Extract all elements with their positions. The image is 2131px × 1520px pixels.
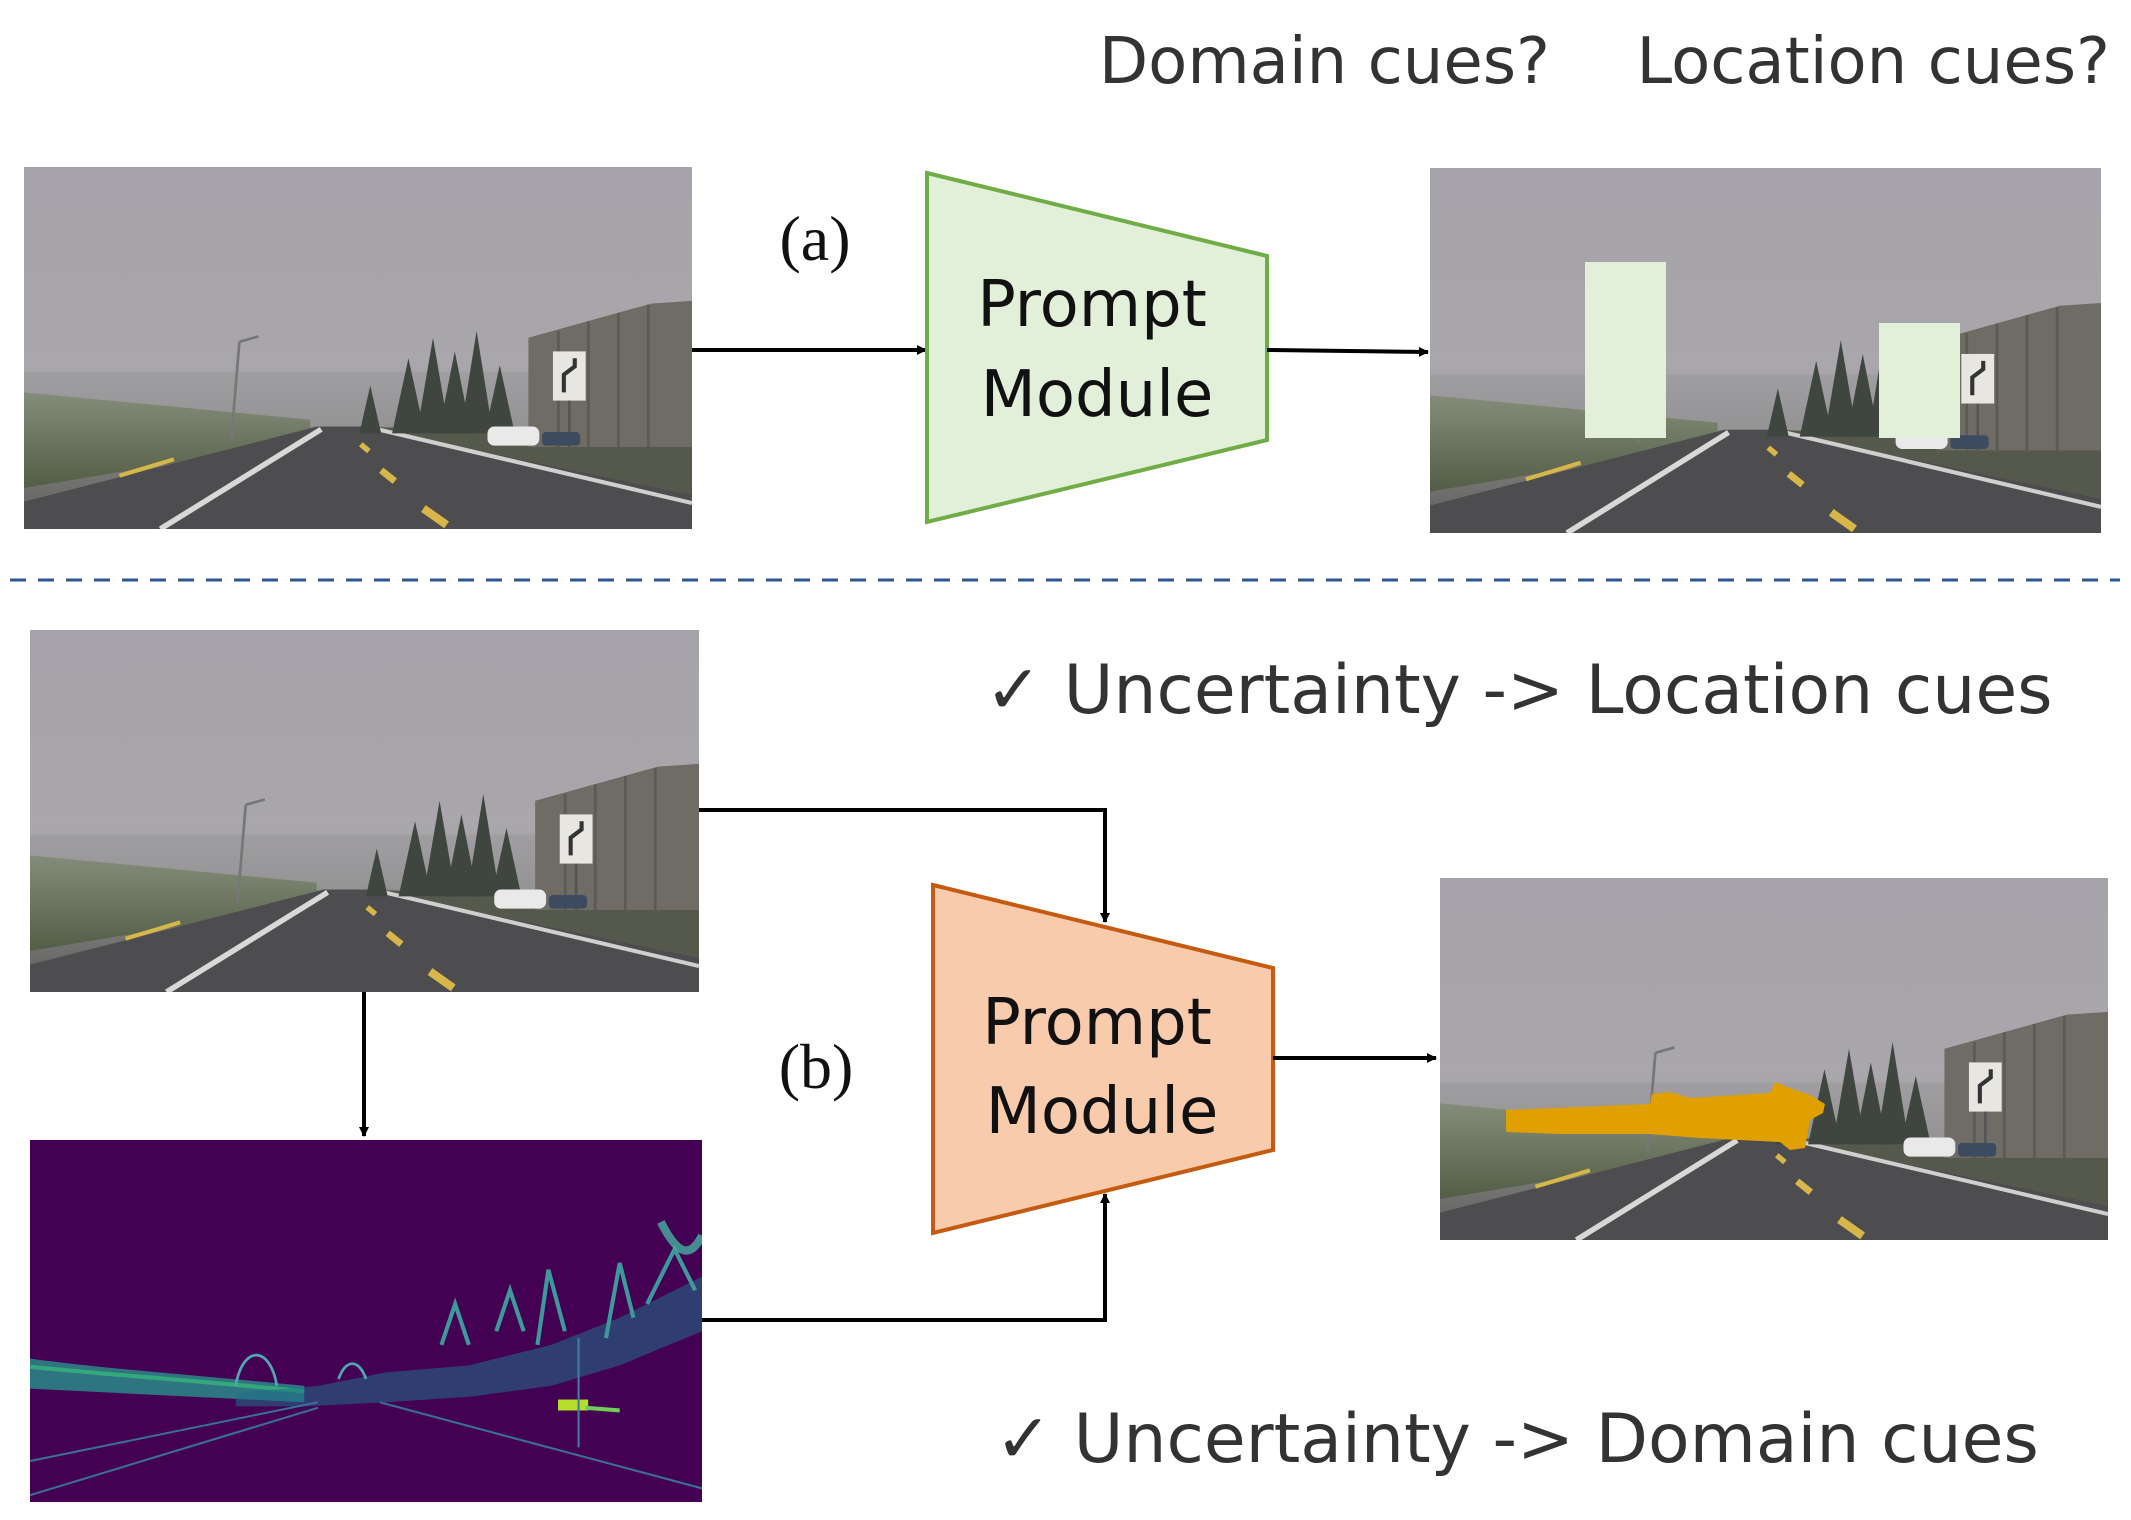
- domain-cues-question: Domain cues?: [1099, 25, 1550, 99]
- check-uncertainty-domain: ✓ Uncertainty -> Domain cues: [995, 1400, 2039, 1479]
- prompt-patch-1: [1585, 262, 1666, 438]
- arrow-input-to-module-b: [699, 808, 1110, 923]
- prompt-module-b-line2: Module: [986, 1075, 1219, 1149]
- prompt-module-a-line1: Prompt: [977, 268, 1207, 342]
- location-cues-question: Location cues?: [1637, 25, 2110, 99]
- input-foggy-road-image-b: [30, 630, 699, 992]
- output-image-with-segmentation: [1440, 878, 2108, 1240]
- arrow-uncertainty-to-module-b: [702, 1193, 1110, 1322]
- label-b: (b): [779, 1031, 854, 1102]
- uncertainty-map: [30, 1140, 702, 1502]
- prompt-patch-2: [1879, 323, 1960, 438]
- segmentation-mask: [1506, 1082, 1825, 1150]
- prompt-module-b: [931, 882, 1275, 1236]
- input-foggy-road-image-a: [24, 167, 692, 529]
- output-image-with-prompt-patches: [1430, 168, 2101, 533]
- label-a: (a): [779, 203, 850, 274]
- prompt-module-b-line1: Prompt: [982, 986, 1212, 1060]
- prompt-module-a-line2: Module: [981, 358, 1214, 432]
- prompt-module-a: [925, 170, 1269, 525]
- arrow-module-to-output-a: [1266, 346, 1429, 357]
- check-uncertainty-location: ✓ Uncertainty -> Location cues: [985, 651, 2053, 730]
